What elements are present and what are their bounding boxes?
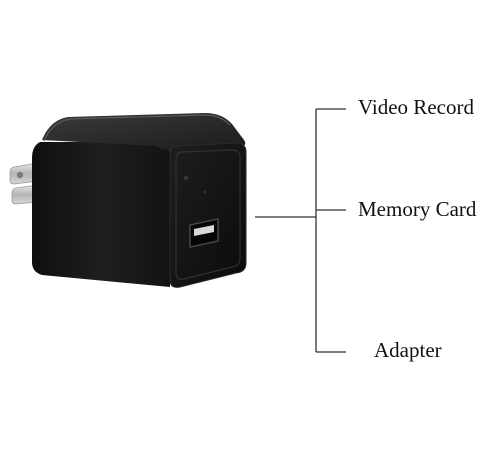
label-memory-card: Memory Card xyxy=(358,197,477,221)
label-video-record: Video Record xyxy=(358,95,474,119)
label-adapter: Adapter xyxy=(374,338,442,362)
plug-prongs xyxy=(9,162,39,205)
camera-lens xyxy=(203,190,207,194)
indicator-led xyxy=(184,176,188,180)
usb-port xyxy=(189,218,219,248)
label-bracket xyxy=(255,108,346,353)
charger-body xyxy=(32,113,247,288)
